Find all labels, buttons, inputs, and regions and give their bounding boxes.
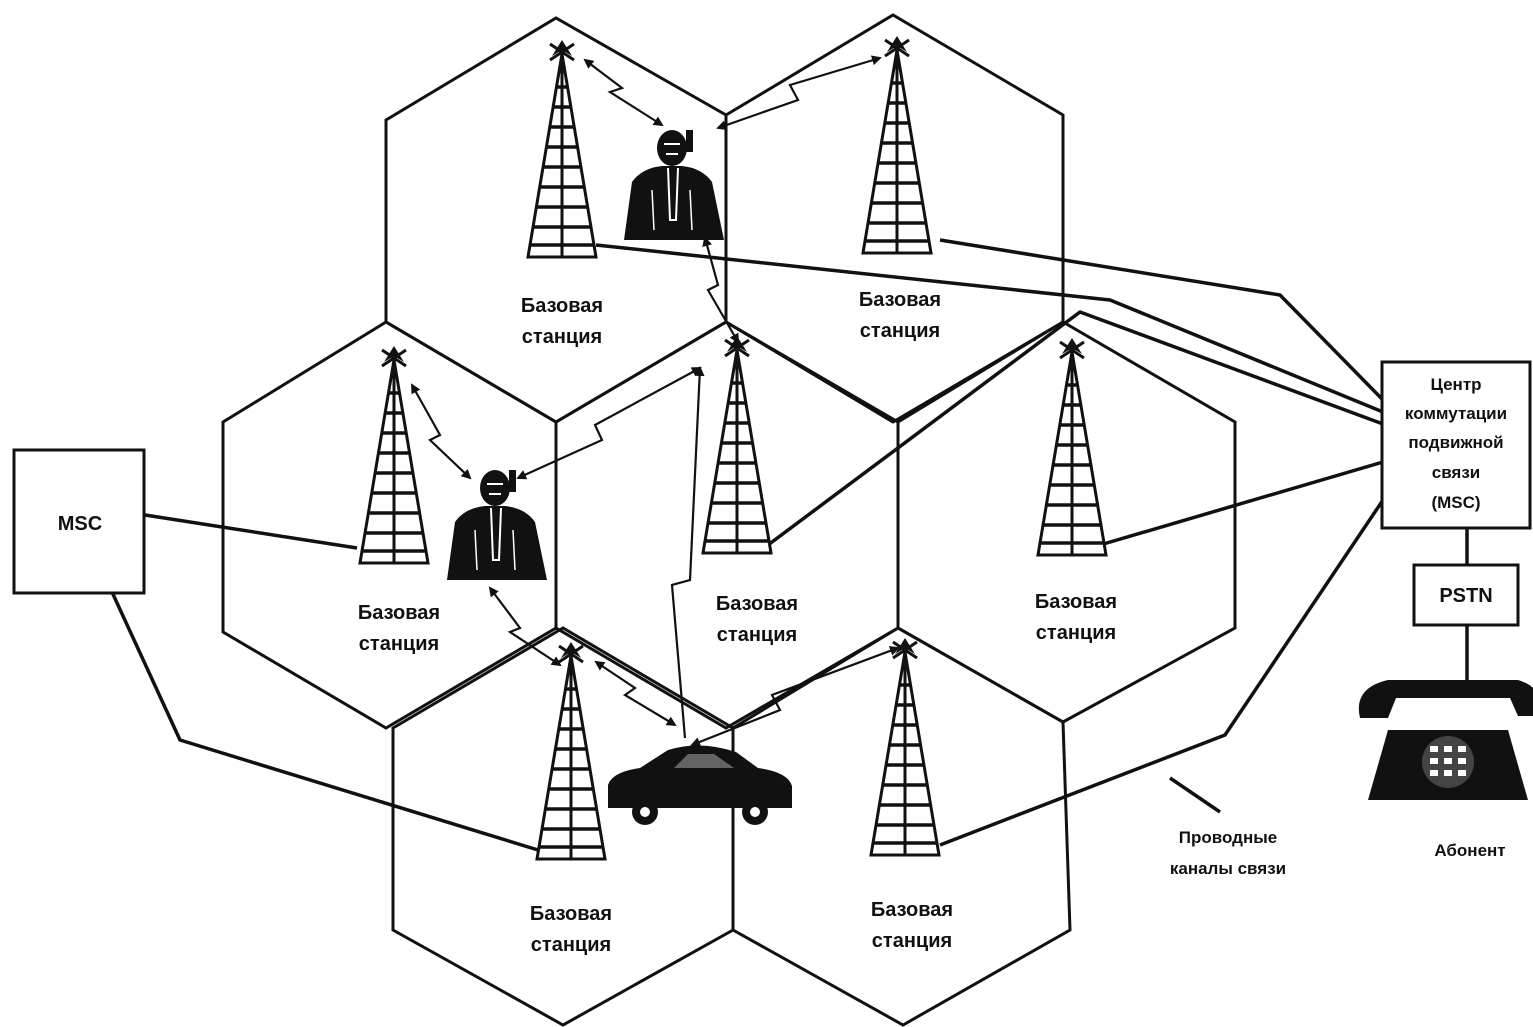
base-station-label: Базовая [521,295,603,317]
pstn-box [1412,563,1520,627]
car-icon [608,745,792,825]
person-with-phone-icon [623,129,725,241]
wired-links [110,238,1469,852]
tower-icon [535,640,607,861]
tower-icon [358,344,430,565]
base-station-label: станция [359,633,439,655]
msc-right-box [1380,360,1532,530]
base-station-label: станция [860,320,940,342]
telephone-icon [1358,680,1533,800]
wired-channels-line-2: каналы связи [1170,859,1286,878]
base-station-label: Базовая [358,602,440,624]
msc-right-line-1: Центр [1430,375,1481,394]
base-station-label: станция [717,624,797,646]
tower-icon [526,38,598,259]
base-station-label: Базовая [1035,591,1117,613]
radio-links [411,55,900,747]
base-station-label: Базовая [716,593,798,615]
tower-icon [861,34,933,255]
hex-cell [731,626,1072,1027]
msc-right-line-2: коммутации [1405,404,1507,423]
msc-left-box [12,448,146,595]
wired-channels-line-1: Проводные [1179,828,1277,847]
base-station-label: Базовая [530,903,612,925]
person-with-phone-icon [446,469,548,581]
base-station-label: станция [531,934,611,956]
base-station-label: станция [872,930,952,952]
msc-right-line-3: подвижной [1408,433,1503,452]
subscriber-label: Абонент [1434,841,1505,860]
pstn-label: PSTN [1439,585,1492,607]
msc-left-label: MSC [58,513,102,535]
base-station-label: Базовая [859,289,941,311]
msc-right-line-5: (MSC) [1431,493,1480,512]
tower-icon [701,334,773,555]
base-station-label: Базовая [871,899,953,921]
msc-right-line-4: связи [1432,463,1481,482]
tower-icon [1036,336,1108,557]
tower-icon [869,636,941,857]
base-station-label: станция [522,326,602,348]
base-station-label: станция [1036,622,1116,644]
